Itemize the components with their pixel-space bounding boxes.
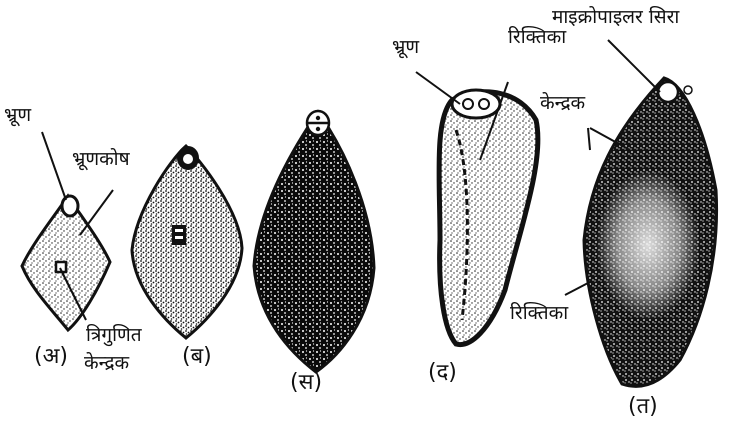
embryo-a-shape xyxy=(62,196,78,216)
seed-a xyxy=(22,196,110,330)
caption-c: (स) xyxy=(290,372,322,394)
embryo-sac-label: भ्रूणकोष xyxy=(72,150,130,169)
vacuole-label-top: रिक्तिका xyxy=(508,28,566,47)
caption-a: (अ) xyxy=(34,346,68,368)
caption-e: (त) xyxy=(628,396,658,418)
triple-nucleus-label-line2: केन्द्रक xyxy=(84,354,129,373)
vacuole-e-shape xyxy=(596,170,700,320)
seed-c xyxy=(254,111,374,372)
embryo-label-d: भ्रूण xyxy=(392,38,419,57)
caption-b: (ब) xyxy=(182,346,212,368)
nucleus-label-e: केन्द्रक xyxy=(540,94,585,113)
vacuole-label-bottom: रिक्तिका xyxy=(510,304,568,323)
triple-nucleus-label-line1: त्रिगुणित xyxy=(86,326,142,345)
seed-e xyxy=(584,78,717,386)
micropyle-end-label: माइक्रोपाइलर सिरा xyxy=(552,8,679,27)
caption-d: (द) xyxy=(428,362,457,384)
seed-b xyxy=(132,146,242,338)
embryo-label-a: भ्रूण xyxy=(4,106,31,125)
